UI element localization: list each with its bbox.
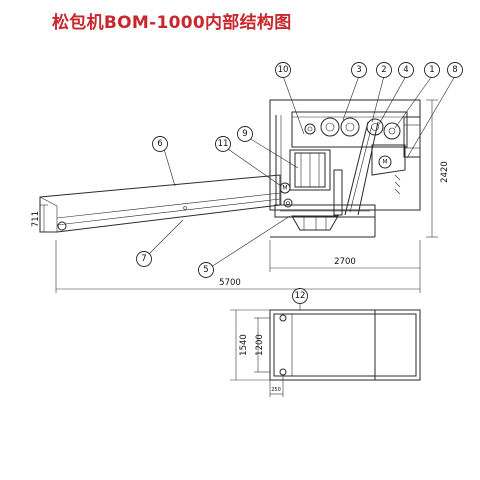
callout-9-label: 9 <box>242 129 247 139</box>
motor-right-label: M <box>382 159 387 166</box>
dim-5700: 5700 <box>219 278 241 288</box>
dim-711: 711 <box>31 211 41 227</box>
callout-5-label: 5 <box>203 265 208 275</box>
callout-5: 5 <box>198 262 214 278</box>
callout-10-label: 10 <box>278 65 289 75</box>
callout-2: 2 <box>376 62 392 78</box>
motor-left-label: M <box>282 185 287 192</box>
motor-right: M <box>378 155 392 169</box>
callout-12: 12 <box>292 288 308 304</box>
callout-6-label: 6 <box>157 139 162 149</box>
callout-10: 10 <box>275 62 291 78</box>
dim-1200: 1200 <box>255 334 265 356</box>
plan-view: 1540 1200 250 <box>230 300 421 397</box>
callout-7-label: 7 <box>141 254 146 264</box>
callout-7: 7 <box>136 251 152 267</box>
dimension-lines: 2420 711 2700 5700 <box>31 99 450 293</box>
callout-9: 9 <box>237 126 253 142</box>
callout-11-label: 11 <box>218 139 229 149</box>
motor-bottom <box>283 198 293 208</box>
callout-1-label: 1 <box>429 65 434 75</box>
callout-2-label: 2 <box>381 65 386 75</box>
dim-1540: 1540 <box>239 334 249 356</box>
roll-group <box>304 117 401 140</box>
motor-left: M <box>279 182 291 194</box>
callout-4-label: 4 <box>403 65 408 75</box>
callout-3: 3 <box>351 62 367 78</box>
diagram-title: 松包机BOM-1000内部结构图 <box>52 13 292 33</box>
callout-3-label: 3 <box>356 65 361 75</box>
dim-2700: 2700 <box>334 257 356 267</box>
callout-12-label: 12 <box>295 291 306 301</box>
dim-250: 250 <box>271 387 281 393</box>
callout-leaders <box>147 75 456 268</box>
callout-8: 8 <box>447 62 463 78</box>
machine-body <box>269 99 421 238</box>
inclined-conveyor <box>39 174 281 233</box>
dim-2420: 2420 <box>440 161 450 183</box>
callout-11: 11 <box>215 136 231 152</box>
callout-4: 4 <box>398 62 414 78</box>
callout-8-label: 8 <box>452 65 457 75</box>
callout-1: 1 <box>424 62 440 78</box>
callout-6: 6 <box>152 136 168 152</box>
